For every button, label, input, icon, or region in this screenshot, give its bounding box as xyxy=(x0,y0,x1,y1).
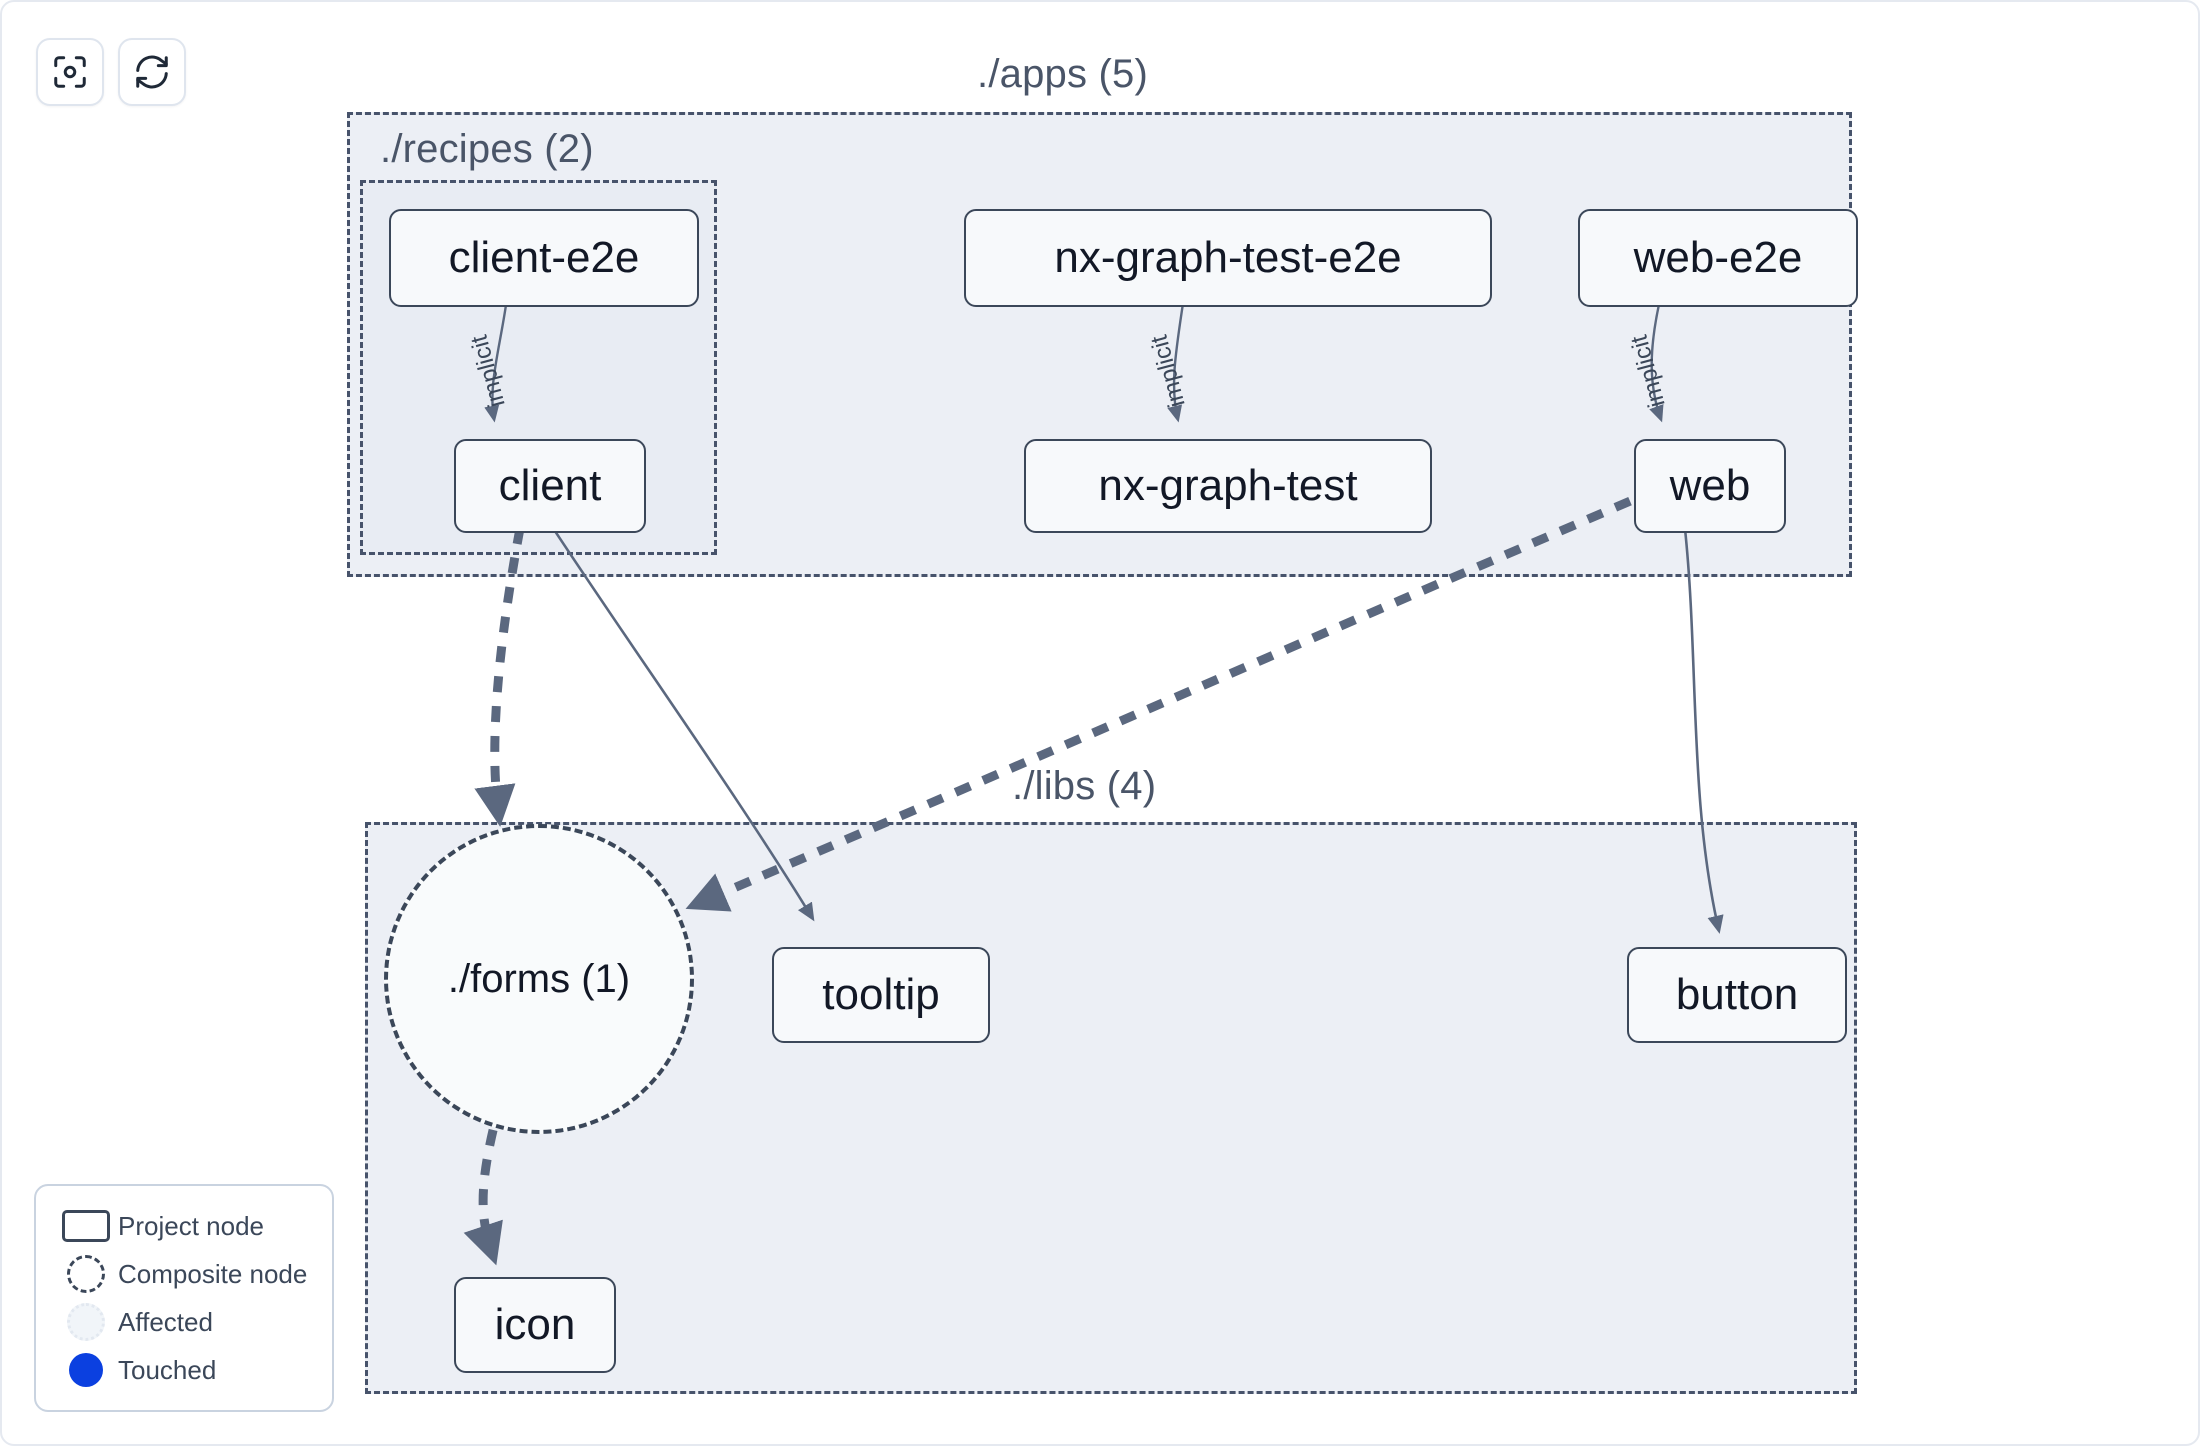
legend-label-affected: Affected xyxy=(118,1306,213,1337)
node-web[interactable]: web xyxy=(1634,439,1786,533)
composite-node-swatch-icon xyxy=(54,1255,118,1293)
node-forms[interactable]: ./forms (1) xyxy=(384,824,694,1134)
graph-toolbar xyxy=(36,38,186,106)
node-client-e2e[interactable]: client-e2e xyxy=(389,209,699,307)
node-client[interactable]: client xyxy=(454,439,646,533)
affected-swatch-icon xyxy=(54,1303,118,1341)
touched-swatch-icon xyxy=(54,1353,118,1387)
focus-graph-button[interactable] xyxy=(36,38,104,106)
node-nx-graph-test[interactable]: nx-graph-test xyxy=(1024,439,1432,533)
refresh-graph-button[interactable] xyxy=(118,38,186,106)
focus-viewfinder-icon xyxy=(51,53,89,91)
legend-label-touched: Touched xyxy=(118,1354,217,1385)
refresh-sync-icon xyxy=(133,53,171,91)
group-label-apps: ./apps (5) xyxy=(977,52,1148,96)
legend-item-project-node: Project node xyxy=(54,1202,314,1250)
node-nx-graph-test-e2e[interactable]: nx-graph-test-e2e xyxy=(964,209,1492,307)
node-icon[interactable]: icon xyxy=(454,1277,616,1373)
graph-legend: Project node Composite node Affected Tou… xyxy=(34,1184,334,1412)
group-label-libs: ./libs (4) xyxy=(1012,764,1157,808)
legend-item-affected: Affected xyxy=(54,1298,314,1346)
project-node-swatch-icon xyxy=(54,1210,118,1242)
legend-item-composite-node: Composite node xyxy=(54,1250,314,1298)
node-button[interactable]: button xyxy=(1627,947,1847,1043)
node-web-e2e[interactable]: web-e2e xyxy=(1578,209,1858,307)
node-tooltip[interactable]: tooltip xyxy=(772,947,990,1043)
group-label-recipes: ./recipes (2) xyxy=(380,127,594,171)
legend-label-composite-node: Composite node xyxy=(118,1258,308,1289)
legend-item-touched: Touched xyxy=(54,1346,314,1394)
legend-label-project-node: Project node xyxy=(118,1210,264,1241)
